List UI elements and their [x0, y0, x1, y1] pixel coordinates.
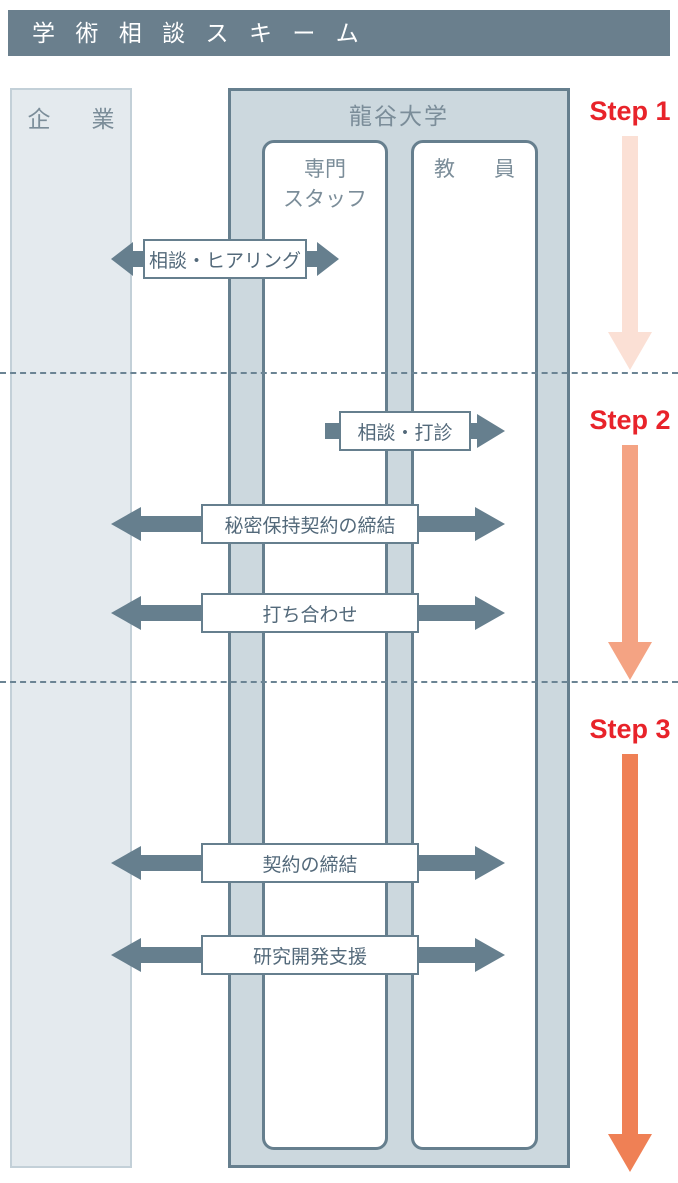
flow-arrow-rd-support: 研究開発支援	[111, 934, 505, 976]
flow-arrow-consult-hearing: 相談・ヒアリング	[111, 238, 339, 280]
flow-label-rd-support: 研究開発支援	[201, 935, 419, 975]
faculty-subcolumn-label: 教 員	[434, 158, 524, 181]
staff-subcolumn-label: 専門 スタッフ	[283, 158, 367, 211]
step-divider-2	[0, 681, 678, 683]
step-1-arrow-icon	[608, 136, 652, 370]
step-2-label: Step 2	[589, 405, 671, 435]
flow-arrow-contract: 契約の締結	[111, 842, 505, 884]
title-bar: 学 術 相 談 ス キ ー ム	[8, 10, 670, 56]
page-title: 学 術 相 談 ス キ ー ム	[32, 20, 366, 46]
faculty-subcolumn: 教 員	[411, 140, 538, 1150]
flow-arrow-nda: 秘密保持契約の締結	[111, 503, 505, 545]
step-3-label: Step 3	[589, 714, 671, 744]
flow-arrow-consult-approach: 相談・打診	[325, 410, 505, 452]
flow-label-consult-approach: 相談・打診	[339, 411, 471, 451]
company-column	[10, 88, 132, 1168]
step-3-arrow-icon	[608, 754, 652, 1172]
step-2-arrow-icon	[608, 445, 652, 680]
flow-label-contract: 契約の締結	[201, 843, 419, 883]
company-column-label: 企 業	[27, 106, 124, 132]
flow-arrow-meeting: 打ち合わせ	[111, 592, 505, 634]
staff-subcolumn: 専門 スタッフ	[262, 140, 388, 1150]
flow-label-nda: 秘密保持契約の締結	[201, 504, 419, 544]
university-column-label: 龍谷大学	[349, 103, 449, 129]
step-1-label: Step 1	[589, 96, 671, 126]
flow-label-meeting: 打ち合わせ	[201, 593, 419, 633]
flow-label-consult-hearing: 相談・ヒアリング	[143, 239, 307, 279]
step-divider-1	[0, 372, 678, 374]
